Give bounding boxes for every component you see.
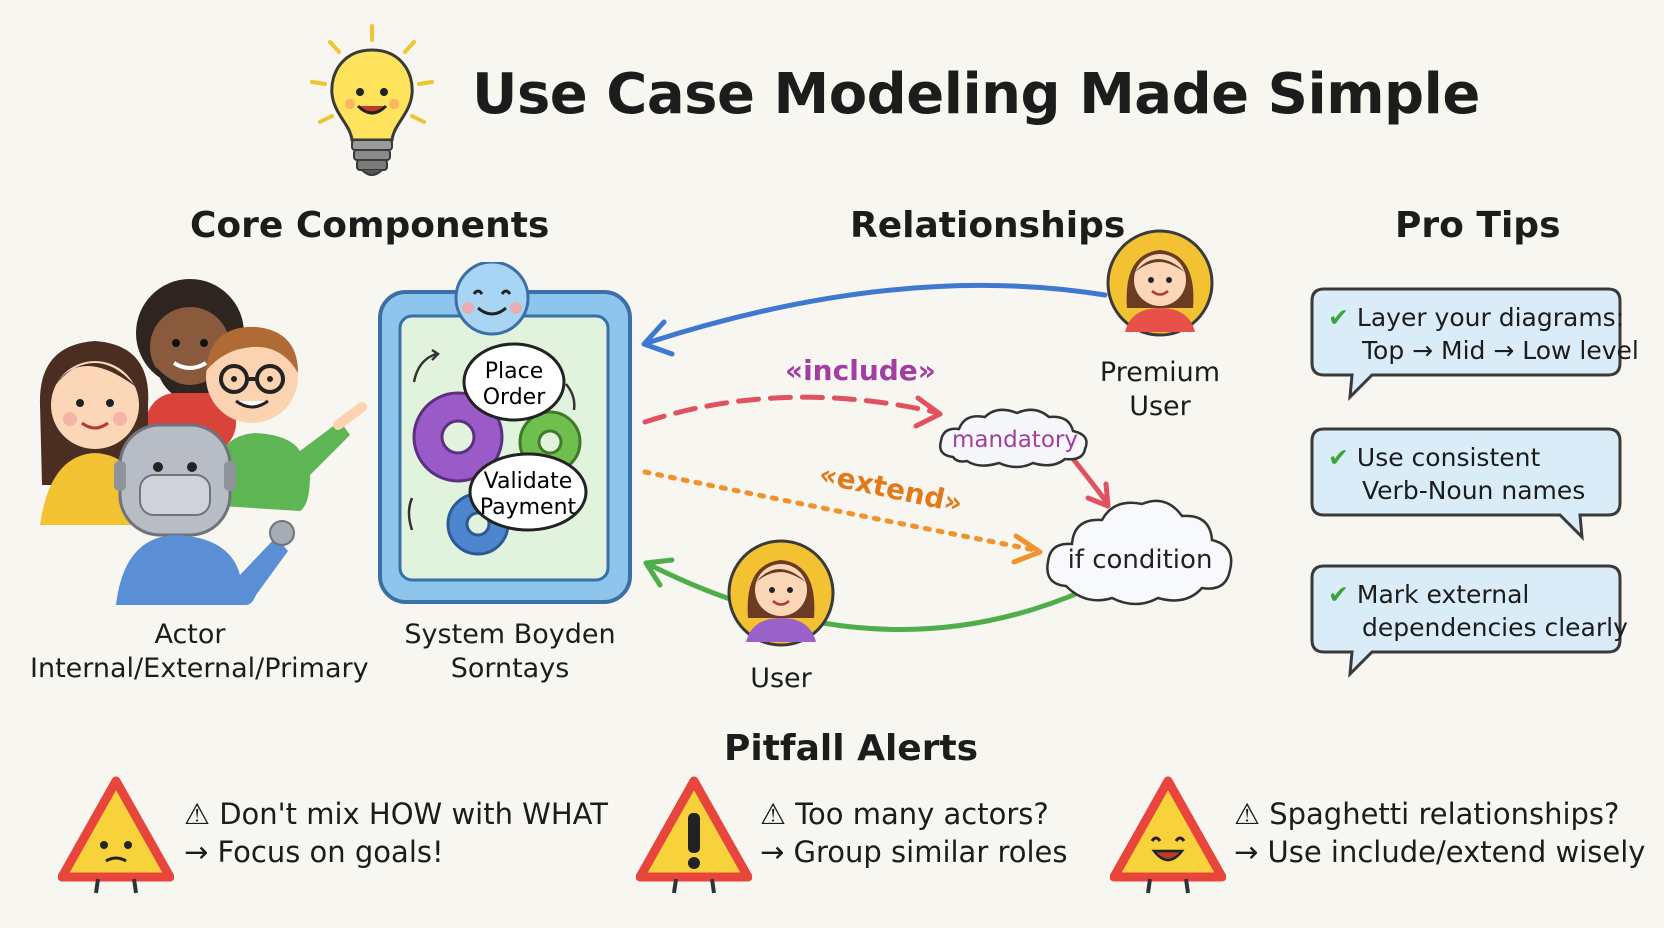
include-arrow xyxy=(642,394,938,425)
speech-bubble-shape xyxy=(1310,427,1622,541)
check-icon: ✔ xyxy=(1328,443,1349,472)
system-label-title: System Boyden xyxy=(404,619,616,650)
pitfall-line: ⚠ Too many actors? xyxy=(760,797,1049,831)
pitfall-item: ⚠ Spaghetti relationships? → Use include… xyxy=(1234,795,1645,871)
lightbulb-icon xyxy=(310,24,434,176)
extend-arrow xyxy=(642,469,1038,553)
premium-user-label-1: Premium xyxy=(1099,357,1221,388)
pitfall-line: → Focus on goals! xyxy=(184,835,444,869)
pitfall-line: → Use include/extend wisely xyxy=(1234,835,1646,869)
tip-line: Layer your diagrams: xyxy=(1356,303,1625,332)
check-icon: ✔ xyxy=(1328,303,1349,332)
premium-user-label-2: User xyxy=(1129,391,1191,422)
tip-card: ✔ Use consistent Verb-Noun names xyxy=(1310,425,1622,541)
association-arrow-user xyxy=(647,562,1088,632)
actors-group-illustration xyxy=(39,279,367,605)
user-avatar xyxy=(727,539,835,647)
if-condition-label: if condition xyxy=(1068,545,1213,575)
actor-figure-man-glasses xyxy=(206,326,367,511)
system-label-subtitle: Sorntays xyxy=(450,653,570,684)
section-title-relationships: Relationships xyxy=(850,205,1126,246)
include-label: «include» xyxy=(785,354,936,387)
actor-label-types: Internal/External/Primary xyxy=(30,653,369,684)
actor-label-title: Actor xyxy=(154,619,226,650)
use-case-place-order xyxy=(462,342,566,422)
pitfall-line: ⚠ Don't mix HOW with WHAT xyxy=(184,797,608,831)
check-icon: ✔ xyxy=(1328,580,1349,609)
speech-bubble-shape xyxy=(1310,564,1622,678)
section-title-core: Core Components xyxy=(190,205,550,246)
association-arrow-premium-user xyxy=(647,282,1108,345)
user-label: User xyxy=(750,663,812,694)
pitfall-line: ⚠ Spaghetti relationships? xyxy=(1234,797,1620,831)
tip-card: ✔ Mark external dependencies clearly xyxy=(1310,562,1628,678)
if-condition-cloud: if condition xyxy=(1046,499,1233,606)
pitfall-item: ⚠ Too many actors? → Group similar roles xyxy=(760,795,1068,871)
pitfall-line: → Group similar roles xyxy=(760,835,1068,869)
use-case-validate-payment-line-1: Validate xyxy=(484,469,573,494)
premium-user-avatar xyxy=(1106,229,1214,337)
warning-sign-happy-icon xyxy=(1110,776,1226,894)
section-title-tips: Pro Tips xyxy=(1395,205,1561,246)
tip-line: Use consistent xyxy=(1356,443,1541,472)
warning-sign-exclamation-icon xyxy=(636,776,752,894)
mandatory-cloud: mandatory xyxy=(939,408,1088,469)
tip-line: dependencies clearly xyxy=(1362,613,1628,642)
use-case-place-order-line-1: Place xyxy=(485,359,544,384)
purple-gear-icon xyxy=(412,391,504,483)
section-title-pitfalls: Pitfall Alerts xyxy=(724,728,979,769)
use-case-validate-payment xyxy=(468,452,588,532)
use-case-place-order-line-2: Order xyxy=(483,385,546,410)
tip-line: Mark external xyxy=(1356,580,1530,609)
speech-bubble-shape xyxy=(1310,287,1622,401)
tip-line: Verb-Noun names xyxy=(1362,476,1586,505)
warning-sign-worried-icon xyxy=(58,776,174,894)
actor-figure-robot xyxy=(114,423,295,605)
pitfall-item: ⚠ Don't mix HOW with WHAT → Focus on goa… xyxy=(184,795,608,871)
tip-line: Top → Mid → Low level xyxy=(1362,336,1639,365)
tip-card: ✔ Layer your diagrams: Top → Mid → Low l… xyxy=(1310,285,1639,401)
page-title: Use Case Modeling Made Simple xyxy=(472,62,1480,127)
mandatory-label: mandatory xyxy=(952,427,1078,453)
system-boundary-illustration: Place Order Validate Payment xyxy=(378,262,632,604)
use-case-validate-payment-line-2: Payment xyxy=(480,495,577,520)
